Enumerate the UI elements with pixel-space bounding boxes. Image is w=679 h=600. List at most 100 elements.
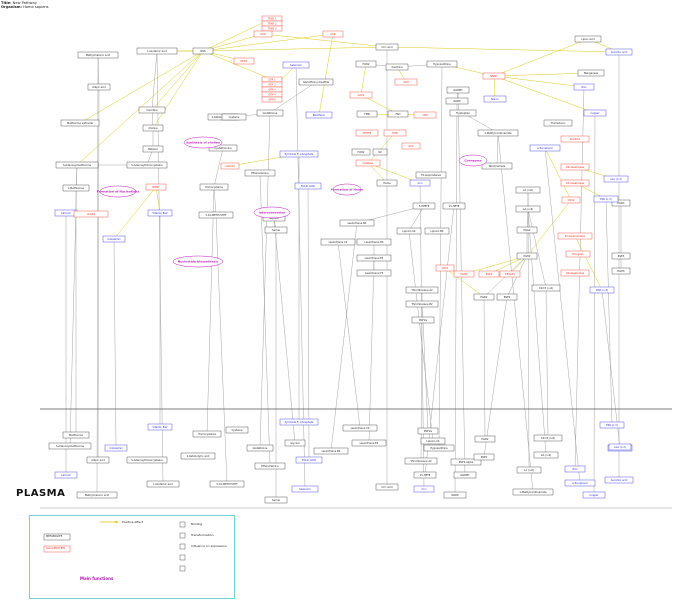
transformation-edge	[496, 132, 499, 167]
l-glutamic-acid-node-label: L-Glutamic acid	[147, 49, 167, 53]
ethanolamine-node-box	[244, 169, 276, 177]
iron-node-box	[413, 485, 435, 493]
tryptophan-node-box	[449, 109, 477, 117]
transformation-edge	[113, 238, 117, 449]
methylmalonic-acid-node-label: Methylmalonic acid	[85, 493, 110, 497]
leukotriene-e4-node-box	[351, 439, 387, 447]
transformation-edge	[454, 100, 458, 496]
influence-arrow	[367, 162, 421, 184]
pla2-node-label: PLA2G4	[570, 137, 580, 141]
title-line: Title: New Pathway	[1, 1, 37, 5]
pgg2-node-label: PGG2	[524, 228, 531, 232]
prdx-node-box	[233, 57, 255, 65]
serine-node-box	[264, 226, 288, 234]
ala-node-box	[608, 443, 632, 451]
d4d-node-label: D4-desaturase	[566, 271, 585, 275]
d5d-node-label: D5-desaturase	[566, 181, 585, 185]
pges-node-label: PGES	[486, 272, 493, 276]
influence-arrow	[151, 50, 204, 111]
nicotinamide-node-label: Nicotinamide	[489, 164, 506, 168]
transformation-edge	[213, 186, 217, 216]
a-tocopherol-node-box	[564, 479, 596, 487]
transformation-edge	[605, 198, 613, 426]
transformation-edge	[273, 217, 296, 444]
influence-arrow	[493, 72, 592, 77]
legend-metabolite: METABOLITE	[46, 535, 63, 538]
cobalamin-node-label: Cobalamin	[107, 237, 121, 241]
nadp-node-box	[445, 97, 469, 105]
leukotriene-c4-node-label: Leukotriene C4	[351, 426, 370, 430]
nnmt-node-label: NNMT	[490, 74, 498, 78]
xanthine-node-box	[385, 63, 409, 71]
hypoxanthine-node-label: Hypoxanthine	[430, 446, 448, 450]
pgd3-node-label: PGD3	[618, 201, 625, 205]
transformation-edge	[420, 303, 423, 462]
influence-arrow	[367, 132, 396, 164]
cox1-node-label: COX1	[442, 266, 449, 270]
tbxas-node-label: TBXAS1	[505, 272, 515, 276]
d5d-node-box	[560, 179, 590, 187]
organism-label: Organism:	[1, 5, 22, 9]
vitamin-b12-node-box	[147, 209, 173, 217]
thioredoxin-node-label: Thioredoxin	[551, 121, 566, 125]
transformation-edge	[593, 112, 596, 496]
s-adenosylmethionine-node-box	[48, 442, 92, 450]
lipoxin-a4-node-box	[396, 227, 422, 235]
influence-arrow	[526, 199, 572, 257]
influence-arrow	[463, 255, 528, 275]
d4d-node-box	[560, 269, 590, 277]
transformation-edge	[259, 172, 271, 467]
la-node-label: LA (n-6)	[523, 188, 533, 192]
gsr-node-box	[322, 30, 344, 38]
methylthf-node-box	[209, 480, 245, 488]
pgh3-node-label: PGH3	[618, 269, 625, 273]
homocysteine-node-label: Homocysteine	[205, 185, 223, 189]
h2o2-top-node-box	[355, 60, 377, 68]
transformation-edge	[545, 287, 549, 439]
pge3-node-box	[611, 252, 631, 260]
influence-arrow	[574, 235, 603, 291]
niacin-node-box	[483, 95, 507, 103]
lipoxin-b4-node-box	[424, 227, 450, 235]
elovl-node-label: Elongase	[572, 252, 584, 256]
la-node-label: LA (n-6)	[524, 468, 534, 472]
nicotinamide-node-box	[481, 162, 513, 170]
mtr-node-label: MTR	[392, 131, 398, 135]
pgds-node-label: PGDS	[461, 272, 468, 276]
thromboxane-b2-node-box	[405, 300, 439, 308]
ala-node-box	[603, 175, 629, 183]
leukotriene-e4-node-label: Leukotriene E4	[360, 441, 379, 445]
hypoxanthine-node-box	[423, 444, 455, 452]
influence-arrow	[493, 38, 589, 77]
leukotriene-b4-node-label: Leukotriene B4	[322, 449, 341, 453]
serine-node-box	[264, 496, 288, 504]
nucleotides-function-ellipse	[99, 185, 137, 198]
leukotriene-c4-node-box	[342, 424, 378, 432]
folic-acid-node-box	[295, 456, 323, 464]
betaine-node-label: Betaine	[148, 147, 158, 151]
methylthf-node-label: 5,10-METHYLTHF	[205, 213, 227, 217]
epa-node-box	[599, 421, 625, 429]
selenium-node-label: Selenium	[290, 63, 302, 67]
d6d-node-label: D6-desaturase	[566, 165, 585, 169]
gpx-mid-node-label: GPX	[408, 144, 413, 148]
methionine-sulfoxide-node-box	[60, 119, 100, 127]
choline-node-box	[142, 124, 164, 132]
betaine-node-box	[142, 145, 164, 153]
h2o2-mid-node-box	[351, 148, 371, 156]
transformation-edge	[213, 147, 224, 188]
hypoxanthine-node-label: Hypoxanthine	[433, 62, 451, 66]
leukotriene-e4-node-box	[356, 254, 392, 262]
adipic-acid-node-label: Adipic acid	[92, 85, 106, 89]
selenium-node-box	[282, 61, 310, 69]
copper-node-label: Copper	[590, 111, 600, 115]
adipic-acid-node-box	[86, 456, 110, 464]
ascorbic-acid-node-label: Ascorbic acid	[611, 478, 628, 482]
pge2-node-label: PGE2	[504, 295, 511, 299]
lipoxin-a4-node-box	[420, 437, 446, 445]
organism-value: Homo sapiens	[23, 5, 49, 9]
title-label: Title:	[1, 1, 12, 5]
methylnicotinamide-node-label: 1-Methylnicotinamide	[519, 490, 547, 494]
glycine-node-label: Glycine	[290, 441, 300, 445]
influence-arrow	[360, 63, 367, 96]
